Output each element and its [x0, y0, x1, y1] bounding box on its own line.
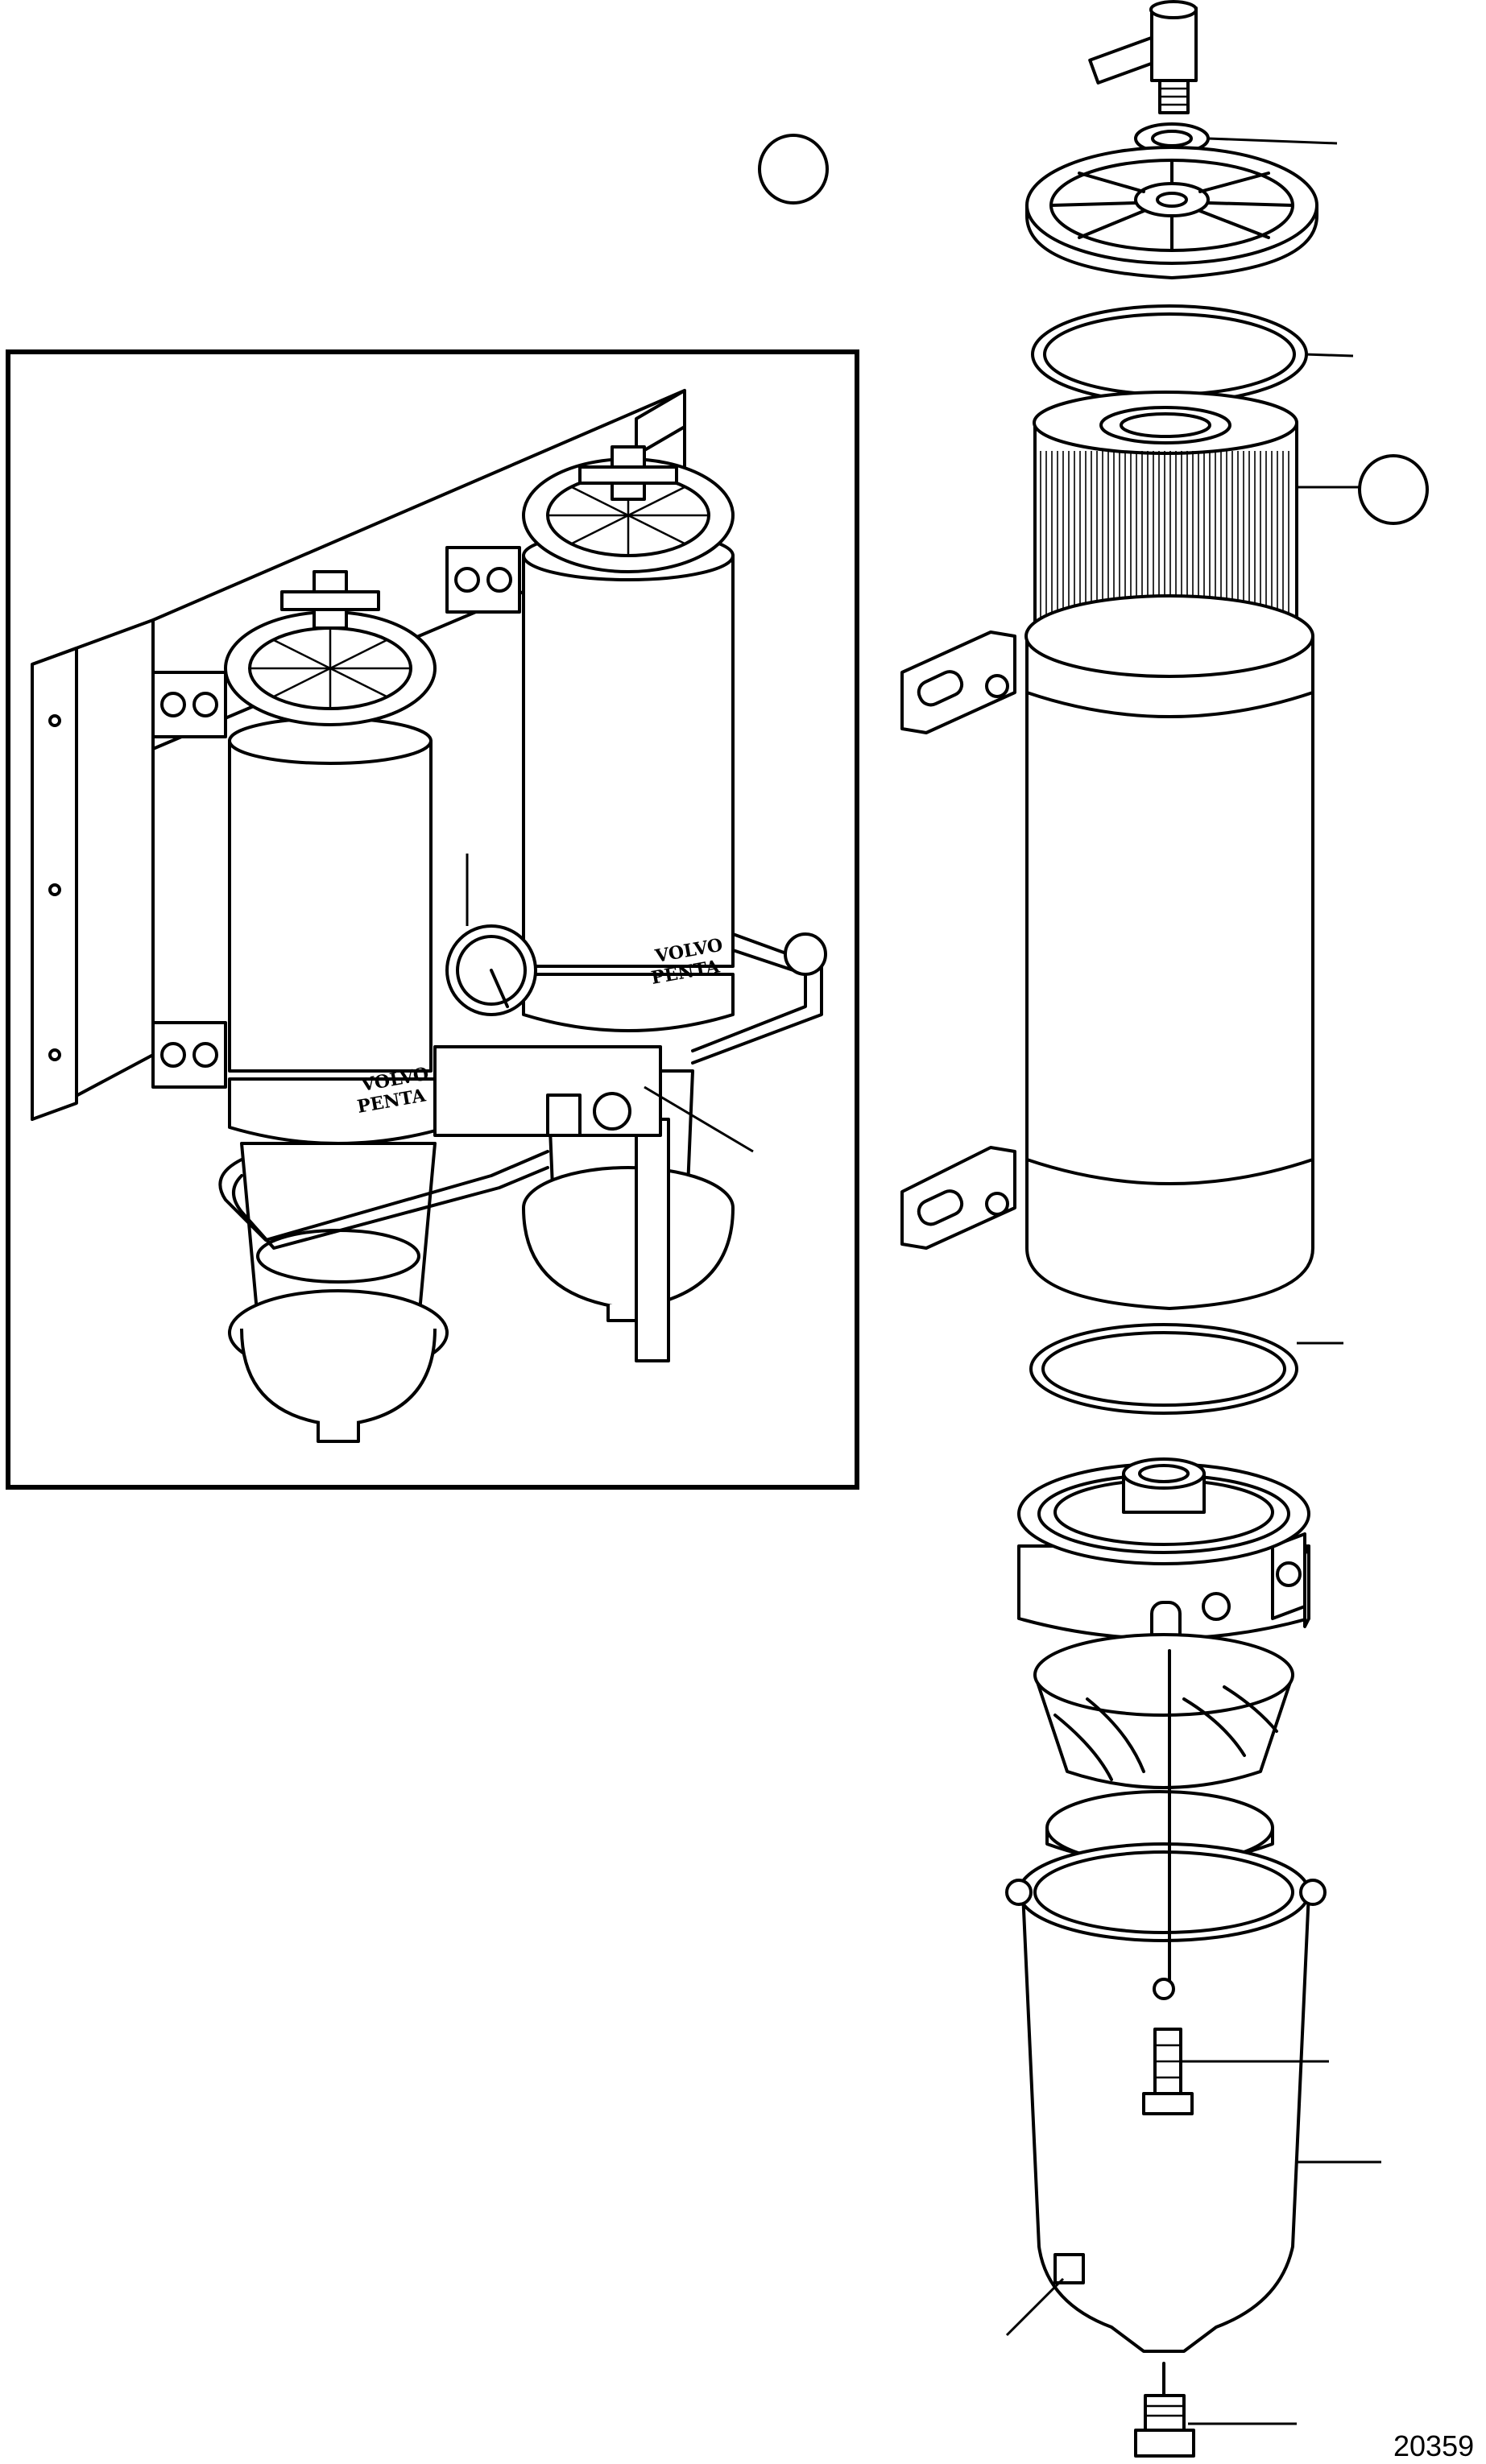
- drain-plug: [1134, 2362, 1297, 2458]
- t-handle-vent-screw: [1088, 0, 1198, 114]
- sealing-washer: [1134, 122, 1338, 155]
- figure-number: 20359: [1393, 2429, 1474, 2462]
- callout-circle-2: [1358, 454, 1429, 525]
- callout-circle-1: [758, 134, 829, 205]
- bottom-o-ring: [1029, 1323, 1343, 1415]
- inset-manifold: [218, 854, 827, 1250]
- inset-right-filter: VOLVO PENTA: [522, 445, 735, 1362]
- water-separator-bowl: [1005, 1842, 1381, 2353]
- filter-housing: [900, 594, 1314, 1310]
- inset-left-filter: VOLVO PENTA: [224, 570, 449, 1443]
- top-o-ring: [1031, 304, 1354, 404]
- through-bolt: [1142, 1649, 1329, 2115]
- deflector: [1033, 1633, 1294, 1789]
- assembly-inset: VOLVO PENTA VOLVO PENTA: [6, 349, 859, 1490]
- top-cover: [1025, 146, 1318, 279]
- filter-base: [1017, 1457, 1310, 1652]
